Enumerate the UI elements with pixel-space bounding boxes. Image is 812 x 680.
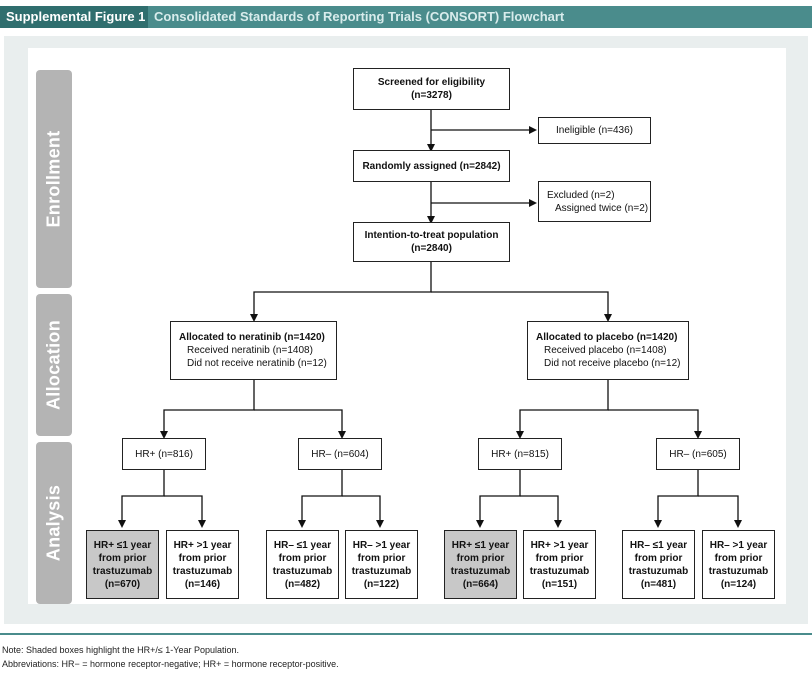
analysis-label-line: from prior: [535, 552, 584, 564]
excluded-text: Excluded (n=2): [547, 189, 615, 201]
allocation-placebo-box: Allocated to placebo (n=1420) Received p…: [527, 321, 689, 380]
analysis-label-line: HR– ≤1 year: [273, 539, 332, 551]
analysis-count: (n=664): [462, 578, 499, 590]
analysis-label-line: trastuzumab: [272, 565, 333, 577]
analysis-label-line: trastuzumab: [708, 565, 769, 577]
excluded-reason: Assigned twice (n=2): [555, 202, 649, 214]
analysis-count: (n=124): [720, 578, 757, 590]
subgroup-placebo-hr-negative: HR– (n=605): [656, 438, 740, 470]
itt-count: (n=2840): [411, 243, 452, 254]
subgroup-placebo-hr-positive: HR+ (n=815): [478, 438, 562, 470]
analysis-label-line: from prior: [278, 552, 327, 564]
screened-count: (n=3278): [411, 90, 452, 101]
analysis-label-line: HR+ ≤1 year: [93, 539, 152, 551]
analysis-label-line: from prior: [98, 552, 147, 564]
analysis-label-line: from prior: [357, 552, 406, 564]
itt-box: Intention-to-treat population (n=2840): [353, 222, 510, 262]
placebo-title: Allocated to placebo (n=1420): [536, 332, 678, 343]
analysis-label-line: trastuzumab: [351, 565, 412, 577]
excluded-box: Excluded (n=2) Assigned twice (n=2): [538, 181, 651, 222]
analysis-label-line: trastuzumab: [92, 565, 153, 577]
ineligible-text: Ineligible (n=436): [556, 125, 633, 136]
screened-title: Screened for eligibility: [377, 77, 486, 88]
analysis-count: (n=482): [284, 578, 321, 590]
analysis-count: (n=122): [363, 578, 400, 590]
analysis-label-line: from prior: [634, 552, 683, 564]
analysis-label-line: trastuzumab: [172, 565, 233, 577]
subgroup-neratinib-hr-positive: HR+ (n=816): [122, 438, 206, 470]
analysis-label-line: HR– ≤1 year: [629, 539, 688, 551]
phase-allocation: Allocation: [36, 294, 72, 436]
allocation-neratinib-box: Allocated to neratinib (n=1420) Received…: [170, 321, 337, 380]
analysis-label-line: trastuzumab: [450, 565, 511, 577]
phase-enrollment: Enrollment: [36, 70, 72, 288]
analysis-count: (n=146): [184, 578, 221, 590]
placebo-not-received: Did not receive placebo (n=12): [544, 358, 681, 369]
analysis-label-line: from prior: [714, 552, 763, 564]
placebo-received: Received placebo (n=1408): [544, 345, 667, 356]
itt-title: Intention-to-treat population: [364, 230, 499, 241]
figure-title: Consolidated Standards of Reporting Tria…: [154, 9, 565, 24]
neratinib-not-received: Did not receive neratinib (n=12): [187, 358, 327, 369]
footnote-shading: Note: Shaded boxes highlight the HR+/≤ 1…: [2, 645, 240, 655]
randomized-box: Randomly assigned (n=2842): [353, 150, 510, 182]
analysis-count: (n=151): [541, 578, 578, 590]
subgroup-neratinib-hr-negative: HR– (n=604): [298, 438, 382, 470]
analysis-label-line: trastuzumab: [628, 565, 689, 577]
footer-rule: [0, 633, 812, 635]
subgroup-label: HR– (n=605): [669, 448, 727, 460]
phase-analysis: Analysis: [36, 442, 72, 604]
figure-label: Supplemental Figure 1: [0, 6, 148, 28]
footnote-abbreviations: Abbreviations: HR− = hormone receptor-ne…: [2, 659, 339, 669]
analysis-label-line: HR– >1 year: [352, 539, 411, 551]
analysis-label-line: from prior: [178, 552, 227, 564]
neratinib-title: Allocated to neratinib (n=1420): [179, 332, 325, 343]
subgroup-label: HR+ (n=815): [491, 448, 549, 460]
neratinib-received: Received neratinib (n=1408): [187, 345, 313, 356]
analysis-label-line: HR+ >1 year: [173, 539, 232, 551]
analysis-label-line: trastuzumab: [529, 565, 590, 577]
randomized-text: Randomly assigned (n=2842): [362, 160, 501, 172]
analysis-label-line: HR+ >1 year: [530, 539, 589, 551]
analysis-label-line: HR– >1 year: [709, 539, 768, 551]
figure-header: Supplemental Figure 1 Consolidated Stand…: [0, 6, 812, 28]
analysis-label-line: from prior: [456, 552, 505, 564]
ineligible-box: Ineligible (n=436): [538, 117, 651, 144]
analysis-label-line: HR+ ≤1 year: [451, 539, 510, 551]
subgroup-label: HR– (n=604): [311, 448, 369, 460]
subgroup-label: HR+ (n=816): [135, 448, 193, 460]
analysis-count: (n=670): [104, 578, 141, 590]
screened-box: Screened for eligibility (n=3278): [353, 68, 510, 110]
analysis-count: (n=481): [640, 578, 677, 590]
